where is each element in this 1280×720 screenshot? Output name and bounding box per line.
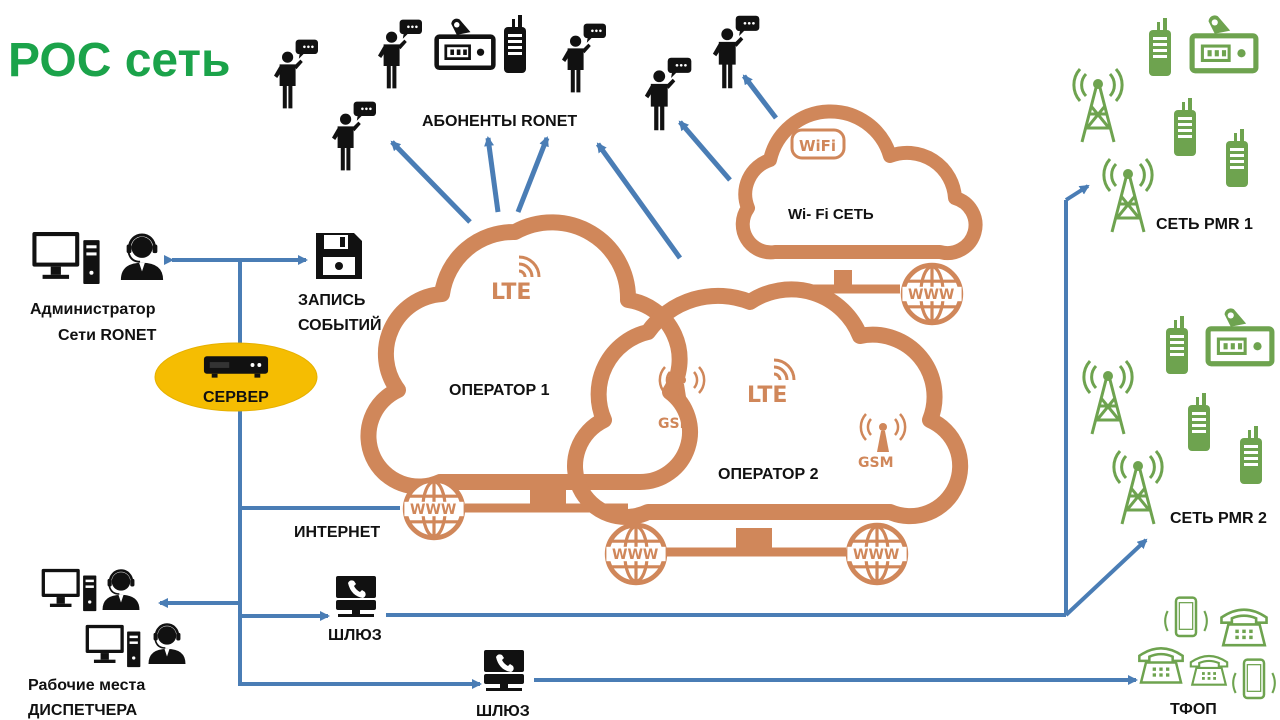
wifi-logo-text: WiFi (799, 137, 836, 155)
wifi-logo-icon (790, 128, 846, 160)
subscribers-label: АБОНЕНТЫ RONET (422, 113, 577, 130)
subscriber-person-icon (378, 19, 422, 89)
dispatcher-label-line2: ДИСПЕТЧЕРА (28, 702, 138, 719)
lte-signal-icon (773, 358, 796, 381)
network-lines (158, 184, 1148, 689)
handheld-radio-icon (1188, 393, 1210, 451)
handheld-radio-icon (1226, 129, 1248, 187)
subscriber-person-icon (644, 57, 692, 131)
dispatcher-workstations: Рабочие места ДИСПЕТЧЕРА (28, 568, 187, 719)
gsm-icon: GSM (858, 413, 907, 471)
handheld-radio-icon (504, 15, 526, 73)
administrator-label: Администратор (30, 301, 156, 318)
gateway-label: ШЛЮЗ (476, 703, 530, 720)
gateway-node: ШЛЮЗ (328, 576, 382, 644)
floppy-disk-icon (316, 233, 362, 279)
dispatcher-label: Рабочие места (28, 677, 145, 694)
mobile-phone-icon (1231, 658, 1277, 700)
radio-tower-icon (1102, 157, 1154, 234)
gsm-text: GSM (858, 455, 894, 471)
wifi-network-label: Wi- Fi СЕТЬ (788, 206, 874, 223)
recording-label: ЗАПИСЬ (298, 292, 365, 309)
www-globe-icon: WWW (606, 525, 665, 583)
www-globe-icon: WWW (847, 525, 906, 583)
base-station-radio-icon (1192, 15, 1256, 70)
administrator-station: Администратор Сети RONET (30, 232, 165, 344)
computer-icon (41, 568, 97, 612)
subscriber-person-icon (712, 15, 760, 89)
gsm-icon: GSM (658, 366, 706, 432)
handheld-radio-icon (1166, 316, 1188, 374)
computer-icon (85, 624, 141, 668)
www-globe-icon: WWW (902, 265, 961, 323)
pmr1-label: СЕТЬ PMR 1 (1156, 216, 1253, 233)
svg-text:WWW: WWW (410, 502, 456, 518)
subscribers-group: АБОНЕНТЫ RONET (274, 15, 760, 171)
desk-phone-icon (1189, 654, 1229, 686)
gsm-text: GSM (658, 416, 694, 432)
pmr-network-2: СЕТЬ PMR 2 (1082, 308, 1272, 527)
gateway-node: ШЛЮЗ (476, 650, 530, 720)
gateway-label: ШЛЮЗ (328, 627, 382, 644)
headset-operator-icon (147, 623, 187, 666)
operator1-cloud: LTE ОПЕРАТОР 1 (360, 214, 698, 495)
operator2-label: ОПЕРАТОР 2 (718, 466, 819, 483)
handheld-radio-icon (1149, 18, 1171, 76)
lte-signal-icon (518, 255, 541, 278)
subscriber-person-icon (274, 39, 318, 109)
server-node: СЕРВЕР (154, 342, 318, 412)
lte-label: LTE (491, 280, 531, 305)
headset-operator-icon (101, 569, 141, 612)
page-title: РОС сеть (8, 34, 231, 87)
www-globe-icon: WWW (404, 480, 463, 538)
www-connectors (465, 270, 900, 557)
pstn-network: ТФОП (1138, 596, 1277, 718)
pmr2-label: СЕТЬ PMR 2 (1170, 510, 1267, 527)
handheld-radio-icon (1174, 98, 1196, 156)
operator1-label: ОПЕРАТОР 1 (449, 382, 550, 399)
recording-label-line2: СОБЫТИЙ (298, 315, 382, 334)
svg-text:WWW: WWW (853, 547, 899, 563)
gateway-icon (484, 650, 524, 691)
base-station-radio-icon (437, 19, 494, 68)
pstn-label: ТФОП (1170, 701, 1217, 718)
radio-tower-icon (1072, 67, 1124, 144)
lte-label: LTE (747, 383, 787, 408)
desk-phone-icon (1220, 608, 1268, 647)
operator2-cloud: LTE ОПЕРАТОР 2 (567, 281, 969, 525)
mobile-phone-icon (1163, 596, 1209, 638)
server-label: СЕРВЕР (203, 389, 269, 406)
desk-phone-icon (1138, 647, 1184, 684)
subscriber-person-icon (332, 101, 376, 171)
headset-operator-icon (119, 233, 165, 282)
handheld-radio-icon (1240, 426, 1262, 484)
administrator-label-line2: Сети RONET (58, 327, 157, 344)
gateway-icon (336, 576, 376, 617)
internet-label: ИНТЕРНЕТ (294, 524, 380, 541)
subscriber-arrows (390, 74, 778, 260)
subscriber-person-icon (562, 23, 606, 93)
svg-text:WWW: WWW (612, 547, 658, 563)
pmr-network-1: СЕТЬ PMR 1 (1072, 15, 1256, 234)
radio-tower-icon (1112, 449, 1164, 526)
event-recording: ЗАПИСЬ СОБЫТИЙ (298, 233, 382, 334)
svg-text:WWW: WWW (908, 287, 954, 303)
base-station-radio-icon (1208, 308, 1272, 363)
computer-icon (32, 232, 100, 284)
radio-tower-icon (1082, 359, 1134, 436)
wifi-network-cloud: WiFi Wi- Fi СЕТЬ (735, 104, 983, 260)
